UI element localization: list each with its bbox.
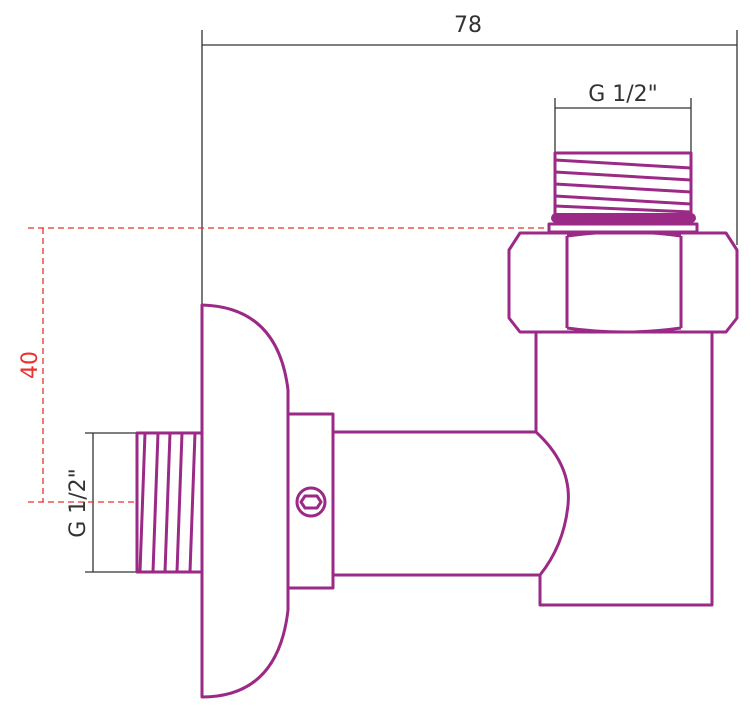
wall-flange <box>200 303 290 699</box>
axis-offset-label: 40 <box>18 351 43 379</box>
horizontal-pipe <box>333 430 570 577</box>
side-thread <box>135 431 204 574</box>
collar <box>286 412 335 590</box>
top-thread <box>547 151 699 234</box>
seal-ring <box>551 213 696 223</box>
overall-width-dimension: 78 <box>201 13 738 305</box>
overall-width-label: 78 <box>454 13 482 38</box>
hex-socket-screw-icon <box>295 486 327 518</box>
side-thread-label: G 1/2" <box>66 468 91 538</box>
valve-body <box>534 332 714 607</box>
hex-nut <box>507 230 739 334</box>
top-thread-dimension: G 1/2" <box>554 82 692 153</box>
axis-offset-dimension: 40 <box>18 227 550 503</box>
top-thread-label: G 1/2" <box>588 82 658 107</box>
